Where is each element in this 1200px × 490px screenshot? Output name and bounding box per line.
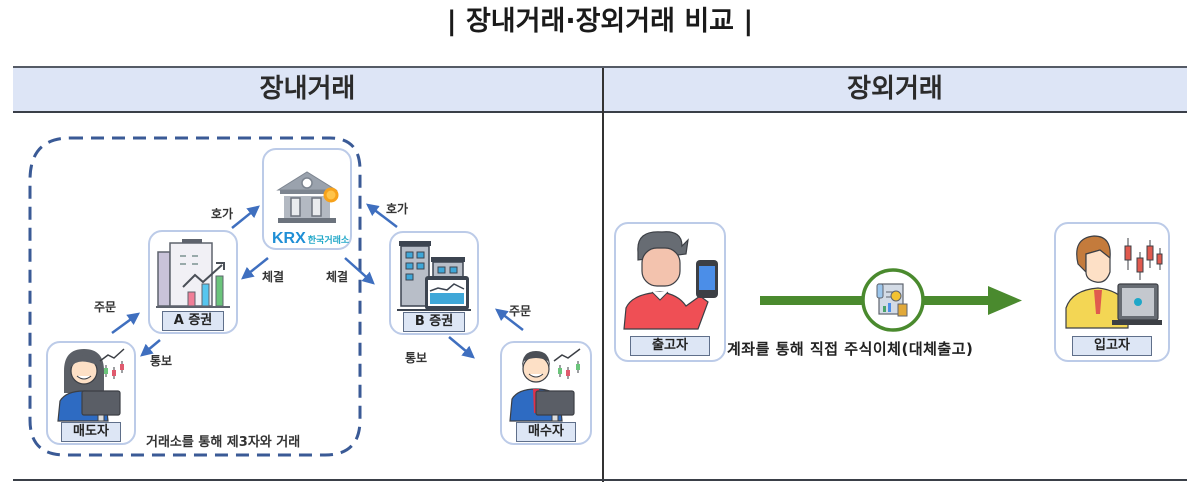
header-exchange-trade: 장내거래 bbox=[259, 74, 356, 104]
buyer-label: 매수자 bbox=[516, 422, 576, 442]
stock-certificate-icon bbox=[876, 283, 908, 317]
column-divider bbox=[602, 68, 604, 482]
label-a-fill: 체결 bbox=[262, 270, 285, 284]
label-b-fill: 체결 bbox=[326, 270, 349, 284]
male-trader-icon bbox=[509, 348, 581, 422]
office-building-icon bbox=[397, 241, 471, 311]
bank-building-icon bbox=[276, 171, 339, 223]
broker-b-label: B 증권 bbox=[403, 312, 465, 332]
broker-a-card: A 증권 bbox=[148, 230, 238, 334]
table-bottom-border bbox=[13, 479, 1187, 481]
person-phone-icon bbox=[623, 231, 718, 330]
label-buyer-notice: 통보 bbox=[405, 351, 428, 365]
broker-b-card: B 증권 bbox=[389, 231, 479, 335]
receiver-card: 입고자 bbox=[1054, 222, 1170, 362]
table-header: 장내거래 장외거래 bbox=[13, 66, 1187, 113]
boundary-caption: 거래소를 통해 제3자와 거래 bbox=[146, 435, 301, 450]
label-b-bid: 호가 bbox=[386, 202, 409, 216]
otc-caption: 계좌를 통해 직접 주식이체(대체출고) bbox=[727, 340, 974, 358]
label-seller-notice: 통보 bbox=[150, 354, 173, 368]
trader-laptop-icon bbox=[1065, 235, 1163, 329]
sender-label: 출고자 bbox=[630, 336, 710, 356]
header-otc-trade: 장외거래 bbox=[847, 74, 943, 104]
comparison-table: 장내거래 장외거래 bbox=[13, 66, 1187, 482]
seller-label: 매도자 bbox=[61, 422, 121, 442]
sender-card: 출고자 bbox=[614, 222, 726, 362]
buyer-card: 매수자 bbox=[500, 341, 592, 445]
broker-a-label: A 증권 bbox=[162, 311, 224, 331]
label-buyer-order: 주문 bbox=[509, 304, 532, 318]
label-seller-order: 주문 bbox=[94, 300, 117, 314]
office-chart-icon bbox=[156, 239, 230, 308]
label-a-bid: 호가 bbox=[211, 207, 234, 221]
page-title: | 장내거래·장외거래 비교 | bbox=[446, 6, 754, 37]
female-trader-icon bbox=[57, 348, 125, 422]
seller-card: 매도자 bbox=[46, 341, 136, 445]
receiver-label: 입고자 bbox=[1072, 336, 1152, 356]
